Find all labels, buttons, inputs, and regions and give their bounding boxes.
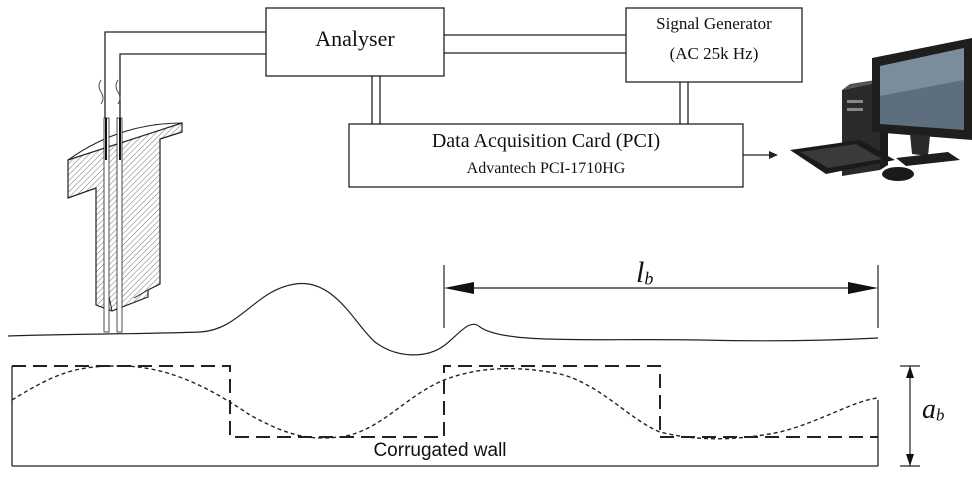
desktop-computer-icon <box>790 38 972 181</box>
sinusoidal-corrugation-profile <box>11 365 879 440</box>
wavelength-symbol-sub: b <box>644 268 654 289</box>
amplitude-symbol: ab <box>922 394 944 426</box>
signal-generator-label: Signal Generator <box>656 14 772 33</box>
signal-generator-box <box>625 7 803 83</box>
wavelength-symbol: lb <box>636 256 653 290</box>
daq-title: Data Acquisition Card (PCI) <box>431 130 661 152</box>
daq-model: Advantech PCI-1710HG <box>466 160 626 177</box>
analyser-box <box>265 7 445 77</box>
wires <box>104 31 689 124</box>
amplitude-dimension <box>900 365 920 467</box>
amplitude-symbol-sub: b <box>936 405 945 425</box>
corrugated-wall-outline <box>11 366 879 467</box>
wavelength-symbol-base: l <box>636 256 645 289</box>
wavelength-dimension <box>443 265 879 328</box>
rectangular-corrugation-profile <box>12 365 878 438</box>
free-surface-line <box>7 283 879 356</box>
amplitude-symbol-base: a <box>922 394 936 425</box>
daq-to-computer-arrow <box>743 151 778 159</box>
electrode-probe-icon <box>67 79 183 333</box>
analyser-label: Analyser <box>315 26 395 51</box>
daq-box <box>348 123 744 188</box>
signal-generator-frequency: (AC 25k Hz) <box>669 44 759 63</box>
corrugated-wall-label: Corrugated wall <box>373 440 507 461</box>
